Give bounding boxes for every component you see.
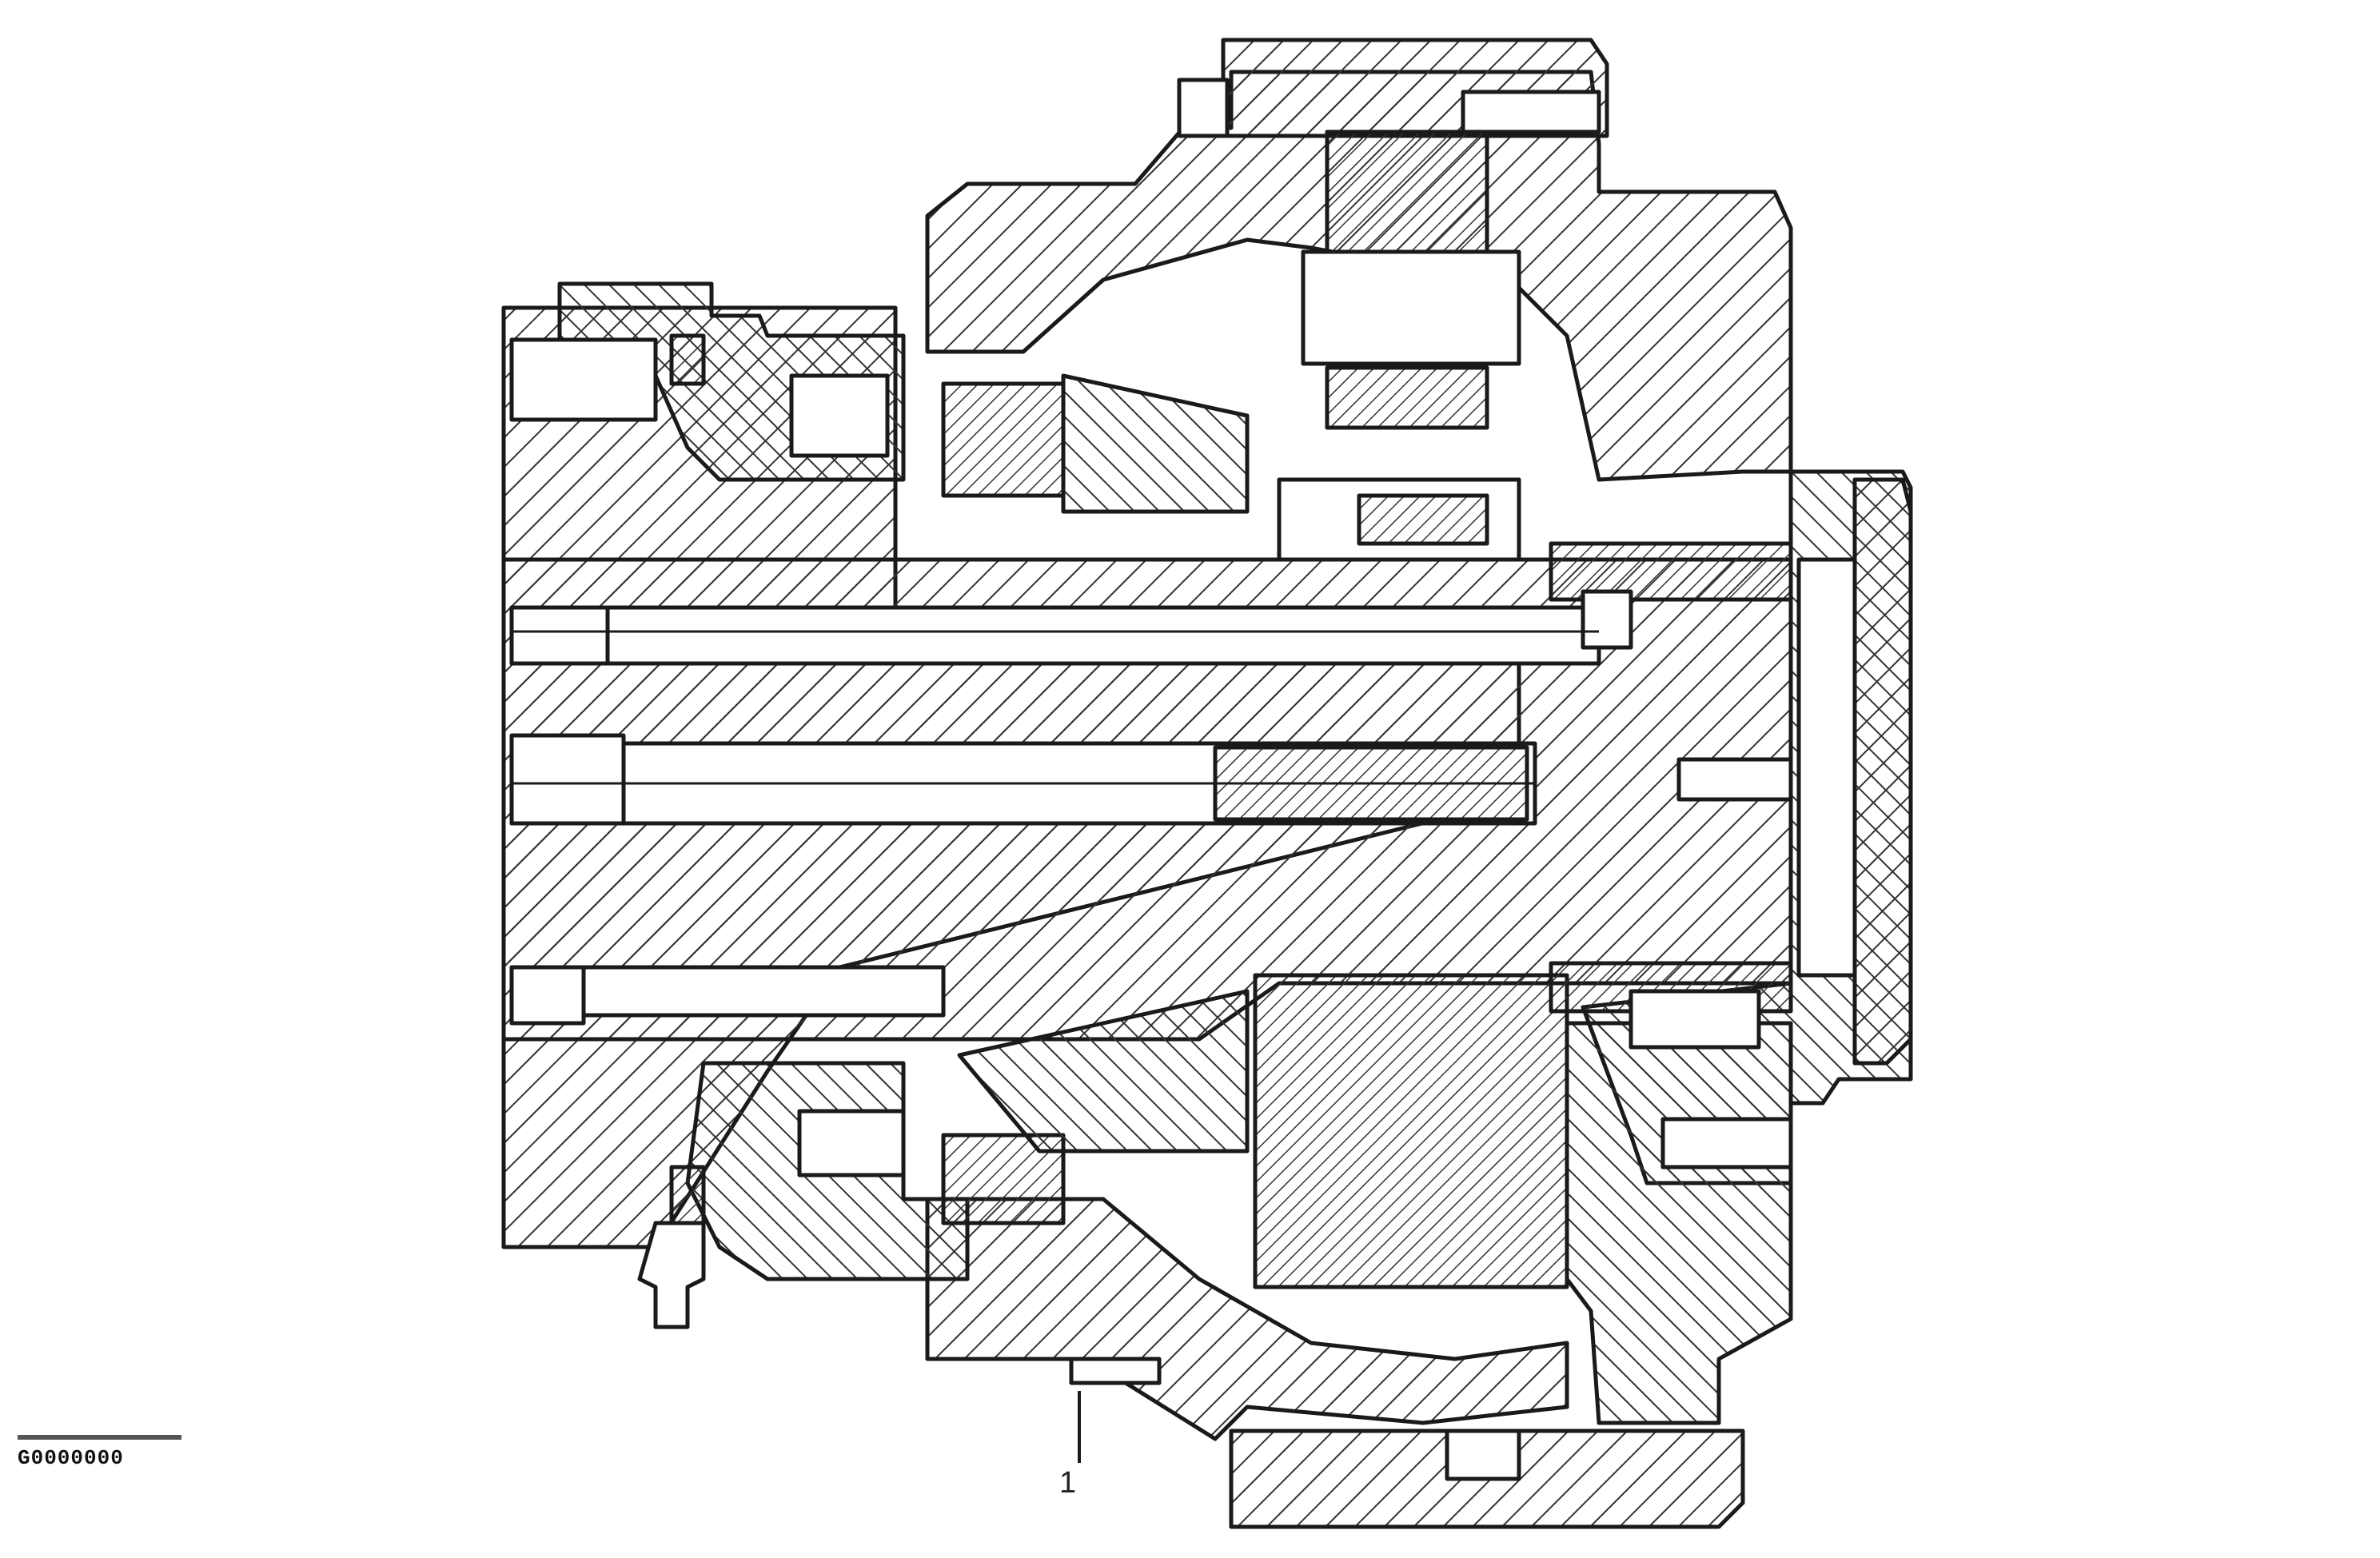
lower-relief-cavity xyxy=(1629,989,1761,1050)
upper-end-plug xyxy=(509,605,610,666)
lower-rotor xyxy=(1253,973,1569,1289)
upper-cylinder-cavity xyxy=(1301,249,1521,366)
drawing-stamp: G0000000 xyxy=(18,1435,181,1468)
lower-end-plug xyxy=(509,965,586,1026)
lower-right-pin xyxy=(1660,1117,1793,1169)
upper-left-port xyxy=(509,337,658,422)
right-end-cavity xyxy=(1796,557,1857,978)
bottom-leader-pin xyxy=(1069,1357,1162,1385)
bottom-bolt xyxy=(1445,1428,1521,1481)
lower-wedge xyxy=(957,989,1250,1154)
top-cap-slot xyxy=(1461,90,1601,134)
stamp-code: G0000000 xyxy=(18,1446,124,1470)
top-bolt xyxy=(1177,78,1230,138)
upper-piston-rod xyxy=(1357,493,1489,546)
valve-spool-upper xyxy=(941,381,1066,498)
drain-fitting xyxy=(637,1221,706,1329)
lower-seal-ring xyxy=(669,1165,706,1225)
center-end-plug xyxy=(509,733,626,826)
lower-seal-cavity xyxy=(797,1109,906,1177)
upper-shaft-bore xyxy=(509,605,1601,666)
upper-seal-ring xyxy=(669,333,706,386)
callout-label-1: 1 xyxy=(1059,1466,1077,1500)
stamp-line xyxy=(18,1435,181,1440)
right-cover-plate xyxy=(1852,477,1913,1066)
right-shaft-pin xyxy=(1676,757,1793,802)
upper-piston xyxy=(1325,365,1489,430)
upper-relief-plug xyxy=(1581,589,1633,650)
upper-rotor xyxy=(1325,130,1489,254)
upper-rod-sleeve xyxy=(1277,477,1521,562)
lower-cam-ring xyxy=(1565,1021,1793,1425)
upper-wedge xyxy=(1061,373,1250,514)
upper-seal-cavity xyxy=(789,373,890,458)
